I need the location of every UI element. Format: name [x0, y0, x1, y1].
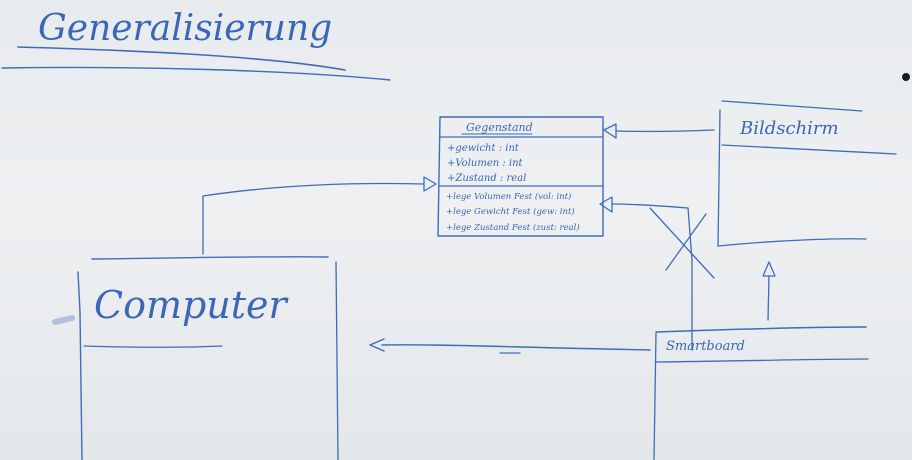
class-computer: Computer	[52, 256, 339, 460]
marker-dot	[902, 73, 910, 81]
class-bildschirm-name: Bildschirm	[739, 118, 839, 139]
class-smartboard: Smartboard	[653, 326, 869, 460]
arrow-smartboard-gegenstand	[599, 196, 693, 351]
attr-volumen: +Volumen : int	[447, 158, 524, 169]
crossed-out-line	[649, 207, 715, 279]
arrow-smartboard-bildschirm	[762, 261, 776, 321]
title-underline-2	[1, 66, 391, 81]
title-underline-1	[17, 46, 346, 71]
arrow-bildschirm-gegenstand	[603, 123, 715, 139]
arrow-computer-gegenstand	[202, 176, 437, 255]
class-gegenstand-name: Gegenstand	[466, 121, 533, 134]
attr-zustand: +Zustand : real	[447, 173, 526, 184]
arrow-smartboard-computer	[369, 338, 651, 354]
class-gegenstand: Gegenstand +gewicht : int +Volumen : int…	[437, 116, 604, 237]
attr-gewicht: +gewicht : int	[447, 143, 520, 154]
class-bildschirm: Bildschirm	[717, 100, 897, 247]
method-lege-gewicht: +lege Gewicht Fest (gew: int)	[446, 206, 575, 217]
class-computer-name: Computer	[94, 283, 290, 327]
class-smartboard-name: Smartboard	[666, 339, 745, 354]
method-lege-zustand: +lege Zustand Fest (zust: real)	[446, 222, 580, 233]
board-title: Generalisierung	[38, 8, 332, 49]
method-lege-volumen: +lege Volumen Fest (vol: int)	[446, 191, 571, 202]
